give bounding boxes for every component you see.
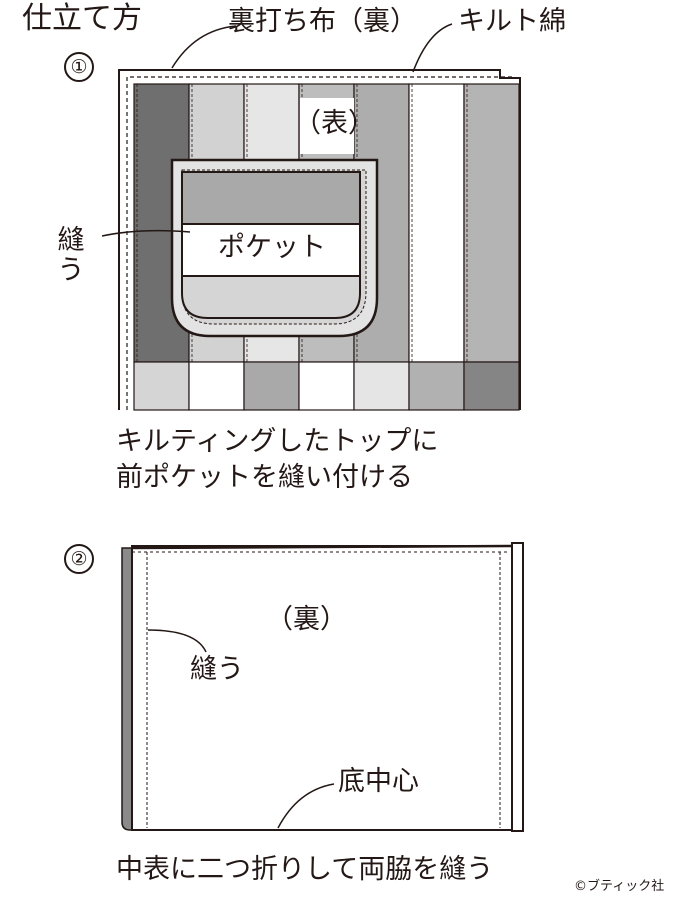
caption-step2: 中表に二つ折りして両脇を縫う	[116, 854, 494, 885]
caption-step1-line1: キルティングしたトップに	[116, 426, 439, 457]
leader-sew-1	[101, 229, 191, 237]
caption-step1-line2: 前ポケットを縫い付ける	[116, 462, 413, 493]
leader-sew-2	[147, 629, 207, 653]
front-pocket	[170, 158, 379, 338]
leader-lining	[171, 25, 237, 69]
quilt-bottom-block	[408, 361, 465, 411]
batting-scallop-edge	[126, 76, 513, 410]
label-bottom-center: 底中心	[338, 766, 419, 797]
pocket-stripe-bottom	[181, 275, 361, 319]
bag-back-panel	[131, 545, 513, 831]
right-edge-band	[511, 542, 524, 832]
pocket-stripe-middle	[181, 223, 361, 277]
label-sew-vertical: 縫う	[57, 225, 85, 286]
quilt-strip	[408, 83, 465, 363]
label-front: （表）	[294, 108, 375, 139]
quilt-bottom-block	[298, 361, 355, 411]
label-back: （裏）	[266, 604, 347, 635]
step-number-1: ①	[64, 52, 94, 82]
label-lining: 裏打ち布（裏）	[228, 6, 417, 37]
label-sew-step2: 縫う	[190, 654, 244, 685]
leader-batting	[412, 23, 453, 73]
quilt-bottom-block	[463, 361, 520, 411]
quilt-bottom-block	[133, 361, 190, 411]
quilt-bottom-row	[133, 361, 520, 411]
folded-edge-left	[121, 547, 133, 831]
page-title: 仕立て方	[22, 1, 142, 36]
pocket-stripe-top	[181, 171, 361, 225]
quilt-strip	[463, 83, 520, 363]
quilt-bottom-block	[353, 361, 410, 411]
quilt-bottom-block	[188, 361, 245, 411]
leader-bottom-center	[277, 783, 335, 829]
step2-diagram	[121, 542, 524, 832]
step-number-2: ②	[64, 544, 94, 574]
front-label-bg	[300, 98, 354, 154]
label-batting: キルト綿	[458, 6, 566, 37]
quilt-bottom-block	[243, 361, 300, 411]
label-pocket: ポケット	[218, 232, 326, 263]
copyright: ©ブティック社	[574, 879, 665, 894]
